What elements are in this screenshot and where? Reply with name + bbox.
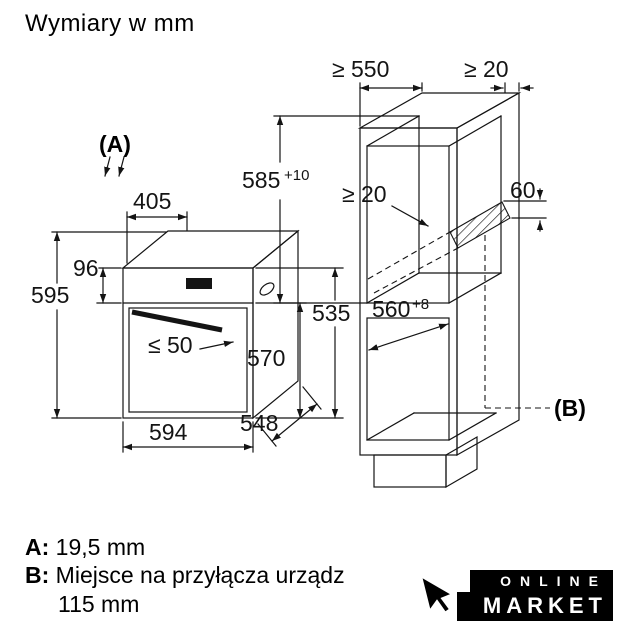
dim-405: 405 (133, 188, 171, 214)
note-b-line2: 115 mm (58, 591, 140, 617)
cabinet-vent-area (367, 201, 550, 409)
logo-text-market: MARKET (456, 592, 613, 621)
dim-594: 594 (149, 419, 188, 445)
dim-560-tolerance: +8 (412, 296, 429, 313)
oven-dimension-lines (51, 156, 344, 453)
page-title: Wymiary w mm (25, 10, 195, 37)
online-market-logo: ONLINE MARKET (420, 570, 613, 621)
note-b-label: B: (25, 562, 50, 588)
note-a-label: A: (25, 534, 50, 560)
note-b-value: Miejsce na przyłącza urządz (55, 562, 345, 588)
note-b: B: Miejsce na przyłącza urządz (25, 562, 345, 589)
ref-a-label: (A) (99, 131, 131, 157)
dim-550-min: ≥ 550 (332, 56, 389, 82)
oven-dimension-labels: (A) 405 96 595 ≤ 50 570 535 594 548 (31, 131, 350, 445)
oven-handle (131, 309, 223, 333)
dim-535: 535 (312, 300, 350, 326)
dim-585-tolerance: +10 (284, 167, 309, 184)
dim-handle-50: ≤ 50 (148, 332, 193, 358)
logo-text-online: ONLINE (470, 570, 613, 592)
oven-display (186, 278, 212, 289)
dim-570: 570 (247, 345, 285, 371)
dim-20-top: ≥ 20 (464, 56, 509, 82)
dim-585: 585 (242, 167, 280, 193)
oven-side-vent (259, 282, 275, 296)
oven-outline (121, 229, 300, 420)
dim-560: 560 (372, 296, 410, 322)
cabinet-dimension-lines (273, 82, 547, 351)
note-a: A: 19,5 mm (25, 534, 145, 561)
dim-548: 548 (240, 410, 278, 436)
note-a-value: 19,5 mm (55, 534, 146, 560)
dim-60-vent: 60 (510, 177, 536, 203)
dim-20-back: ≥ 20 (342, 181, 387, 207)
vent-cutout-hatch (449, 201, 511, 249)
cabinet-dimension-labels: ≥ 550 ≥ 20 585 +10 ≥ 20 60 560 +8 (B) (242, 56, 586, 421)
dim-595: 595 (31, 282, 69, 308)
ref-b-label: (B) (554, 395, 586, 421)
dim-96: 96 (73, 255, 99, 281)
cabinet-outline (357, 91, 522, 489)
